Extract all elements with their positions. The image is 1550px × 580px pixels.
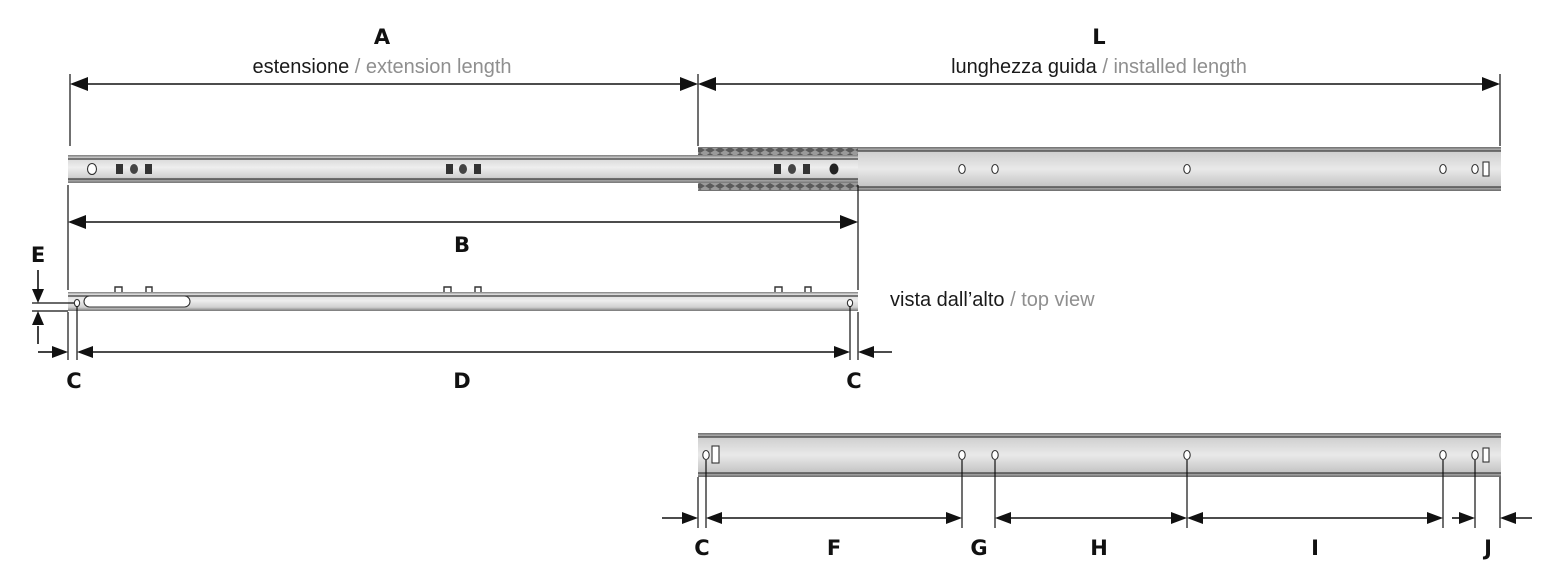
dim-label-c-right: C (846, 369, 861, 393)
fixed-rail-hole (1439, 449, 1447, 461)
arrow-c-left (52, 346, 68, 358)
fixed-rail-hole (958, 449, 966, 461)
fixed-rail-hole (1471, 449, 1479, 461)
top-view-rail (68, 292, 858, 311)
dim-label-j: J (1482, 536, 1492, 560)
top-view-hole (73, 298, 81, 308)
caption-a-english: extension length (366, 56, 512, 78)
arrow-b-left (68, 215, 86, 229)
top-view-tab (145, 286, 153, 292)
inner-rail-hole (130, 164, 138, 174)
outer-rail-slot (1482, 161, 1490, 177)
arrow-l-left (698, 77, 716, 91)
inner-rail-hole (86, 162, 98, 176)
dimension-cfghij-group: C F G H I J (662, 460, 1532, 560)
fixed-rail-hole (702, 449, 710, 461)
arrow-c-right (858, 346, 874, 358)
top-view-english: top view (1021, 289, 1095, 311)
top-view-tab (443, 286, 452, 292)
arrow-f-left (706, 512, 722, 524)
slide-side-view-extended (68, 147, 1501, 191)
outer-rail-hole (958, 163, 966, 175)
inner-rail-slot (774, 164, 781, 174)
inner-rail-slot (145, 164, 152, 174)
arrow-e-top (32, 289, 44, 303)
dim-label-f: F (827, 536, 841, 560)
top-view-sep: / (1005, 289, 1022, 311)
arrow-i-right (1427, 512, 1443, 524)
arrow-j-left (1459, 512, 1475, 524)
dim-label-g: G (970, 536, 987, 560)
outer-rail-hole (1183, 163, 1191, 175)
caption-a-italian: estensione (252, 56, 349, 78)
caption-l-sep: / (1097, 56, 1114, 78)
arrow-i-left (1187, 512, 1203, 524)
dimension-cdc-group: C D C (38, 306, 892, 393)
dim-label-c-left: C (66, 369, 81, 393)
dimension-a-group: A estensione / extension length (69, 25, 698, 146)
inner-rail-hole (829, 163, 839, 175)
outer-rail-hole (1471, 163, 1479, 175)
dim-label-c-bottom: C (694, 536, 709, 560)
fixed-rail-slot (711, 445, 720, 464)
dim-label-a: A (374, 25, 391, 49)
arrow-a-right (680, 77, 698, 91)
top-view-hole (846, 298, 854, 308)
fixed-rail-slot (1482, 447, 1490, 463)
inner-rail-slot (446, 164, 453, 174)
fixed-rail-hole (991, 449, 999, 461)
caption-l-english: installed length (1113, 56, 1246, 78)
arrow-d-left (77, 346, 93, 358)
top-view-tab (114, 286, 123, 292)
bearing-cage-bottom (698, 182, 858, 190)
arrow-h-left (995, 512, 1011, 524)
fixed-rail-side-view (698, 433, 1501, 477)
caption-l-italian: lunghezza guida (951, 56, 1098, 78)
dim-label-h: H (1090, 536, 1108, 560)
slide-top-view: vista dall’alto / top view (68, 286, 1095, 311)
caption-installed-length: lunghezza guida / installed length (951, 56, 1247, 78)
fixed-rail (698, 433, 1501, 477)
dim-label-l: L (1092, 25, 1105, 49)
dim-label-i: I (1311, 536, 1319, 560)
top-view-tab (774, 286, 783, 292)
inner-rail-slot (474, 164, 481, 174)
caption-extension-length: estensione / extension length (252, 56, 511, 78)
outer-rail-hole (1439, 163, 1447, 175)
outer-rail-hole (991, 163, 999, 175)
caption-top-view: vista dall’alto / top view (890, 289, 1095, 311)
top-view-tab (474, 286, 482, 292)
dimension-l-group: L lunghezza guida / installed length (697, 25, 1501, 146)
dimension-e-group: E (31, 243, 74, 344)
fixed-rail-hole (1183, 449, 1191, 461)
top-view-italian: vista dall’alto (890, 289, 1005, 311)
inner-rail-slot (803, 164, 810, 174)
dimension-b-group: B (67, 185, 859, 290)
dim-label-e: E (31, 243, 45, 267)
inner-rail-slot (116, 164, 123, 174)
top-view-tab (804, 286, 812, 292)
top-view-slot (83, 295, 191, 308)
arrow-f-right (946, 512, 962, 524)
dim-label-d: D (453, 369, 470, 393)
inner-rail-hole (788, 164, 796, 174)
arrow-c-bottom (682, 512, 698, 524)
arrow-j-right (1500, 512, 1516, 524)
inner-rail-hole (459, 164, 467, 174)
arrow-h-right (1171, 512, 1187, 524)
arrow-l-right (1482, 77, 1500, 91)
arrow-a-left (70, 77, 88, 91)
caption-a-sep: / (349, 56, 366, 78)
arrow-e-bottom (32, 311, 44, 325)
bearing-cage-top (698, 148, 858, 156)
arrow-b-right (840, 215, 858, 229)
arrow-d-right (834, 346, 850, 358)
dim-label-b: B (454, 233, 470, 257)
